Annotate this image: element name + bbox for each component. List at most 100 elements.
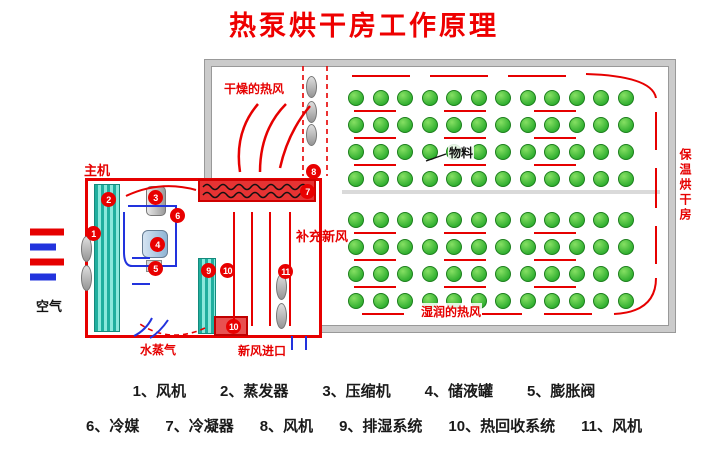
legend-item: 3、压缩机 [322, 383, 391, 400]
material-dot [544, 90, 560, 106]
badge-10-box: 10 [226, 319, 241, 334]
fan-blade-icon [306, 76, 317, 98]
material-dot [617, 239, 634, 255]
material-dot [593, 293, 609, 309]
badge-3: 3 [148, 190, 163, 205]
material-dot [544, 171, 560, 187]
fan-8-lower-icon [306, 124, 317, 146]
material-dot [372, 144, 389, 160]
legend-item: 2、蒸发器 [219, 383, 289, 400]
material-dot [495, 212, 511, 228]
material-dot [470, 117, 487, 133]
material-dot [593, 239, 609, 255]
material-dot [617, 90, 634, 106]
material-dot [568, 293, 585, 309]
legend-item: 5、膨胀阀 [527, 383, 596, 400]
material-dot [348, 212, 364, 228]
page-title: 热泵烘干房工作原理 [229, 11, 499, 41]
material-dot [470, 212, 487, 228]
material-dot [495, 171, 511, 187]
material-dot [593, 90, 609, 106]
material-dot [397, 117, 413, 133]
label-insulated-room: 保温烘干房 [678, 148, 692, 223]
material-dot [421, 239, 438, 255]
material-dot [544, 239, 560, 255]
material-dot [568, 117, 585, 133]
material-dot [397, 293, 413, 309]
legend-item: 11、风机 [581, 418, 642, 435]
material-dot [470, 239, 487, 255]
badge-7: 7 [300, 184, 315, 199]
material-dot [519, 239, 536, 255]
material-dot [397, 266, 413, 282]
material-dot [397, 144, 413, 160]
legend-item: 4、储液罐 [424, 383, 494, 400]
badge-2: 2 [101, 192, 116, 207]
material-dot [446, 212, 462, 228]
material-dot [495, 144, 511, 160]
material-dot [593, 144, 609, 160]
fan-blade-icon [276, 303, 287, 329]
material-dot [495, 239, 511, 255]
material-dot [348, 117, 364, 133]
badge-11: 11 [278, 264, 293, 279]
label-fresh-air-inlet: 新风进口 [238, 344, 287, 358]
material-dot [421, 266, 438, 282]
material-dot [446, 117, 462, 133]
material-dot [470, 90, 487, 106]
material-dot [421, 117, 438, 133]
fan-blade-icon [81, 265, 92, 291]
label-air: 空气 [36, 299, 63, 314]
material-dot [470, 266, 487, 282]
material-dot [372, 171, 389, 187]
material-dot [348, 171, 364, 187]
evaporator [94, 184, 120, 332]
material-dot [568, 212, 585, 228]
material-dot [348, 293, 364, 309]
material-dot [544, 117, 560, 133]
label-moist-hot-air: 湿润的热风 [420, 303, 483, 320]
material-dot [617, 293, 634, 309]
material-dot [544, 144, 560, 160]
material-dot [348, 266, 364, 282]
material-dot [544, 266, 560, 282]
material-dot [519, 90, 536, 106]
badge-10: 10 [220, 263, 235, 278]
material-dot [568, 144, 585, 160]
material-dot [372, 117, 389, 133]
material-dot [446, 266, 462, 282]
material-dot [348, 144, 364, 160]
material-dot [421, 90, 438, 106]
material-dot [519, 212, 536, 228]
label-main-unit: 主机 [84, 163, 111, 178]
legend-item: 6、冷媒 [86, 418, 140, 435]
material-dot [397, 239, 413, 255]
material-dot [544, 212, 560, 228]
label-supplement-fresh-air: 补充新风 [296, 229, 349, 244]
material-dot [446, 171, 462, 187]
fan-blade-icon [306, 124, 317, 146]
material-dot [372, 266, 389, 282]
label-water-vapor: 水蒸气 [140, 343, 177, 357]
material-dot [593, 212, 609, 228]
material-dot [421, 144, 438, 160]
material-dot [544, 293, 560, 309]
material-dot [495, 90, 511, 106]
material-dot [495, 117, 511, 133]
legend-item: 8、风机 [259, 418, 314, 435]
badge-8: 8 [306, 164, 321, 179]
legend-item: 10、热回收系统 [448, 418, 556, 435]
shelf-divider [342, 190, 660, 194]
material-dot [397, 171, 413, 187]
label-dry-hot-air: 干燥的热风 [224, 82, 285, 96]
material-dot [348, 90, 364, 106]
material-dot [446, 239, 462, 255]
material-dot [568, 239, 585, 255]
condenser [198, 179, 316, 202]
material-dot [421, 171, 438, 187]
fan-blade-icon [306, 101, 317, 123]
material-dot [593, 117, 609, 133]
